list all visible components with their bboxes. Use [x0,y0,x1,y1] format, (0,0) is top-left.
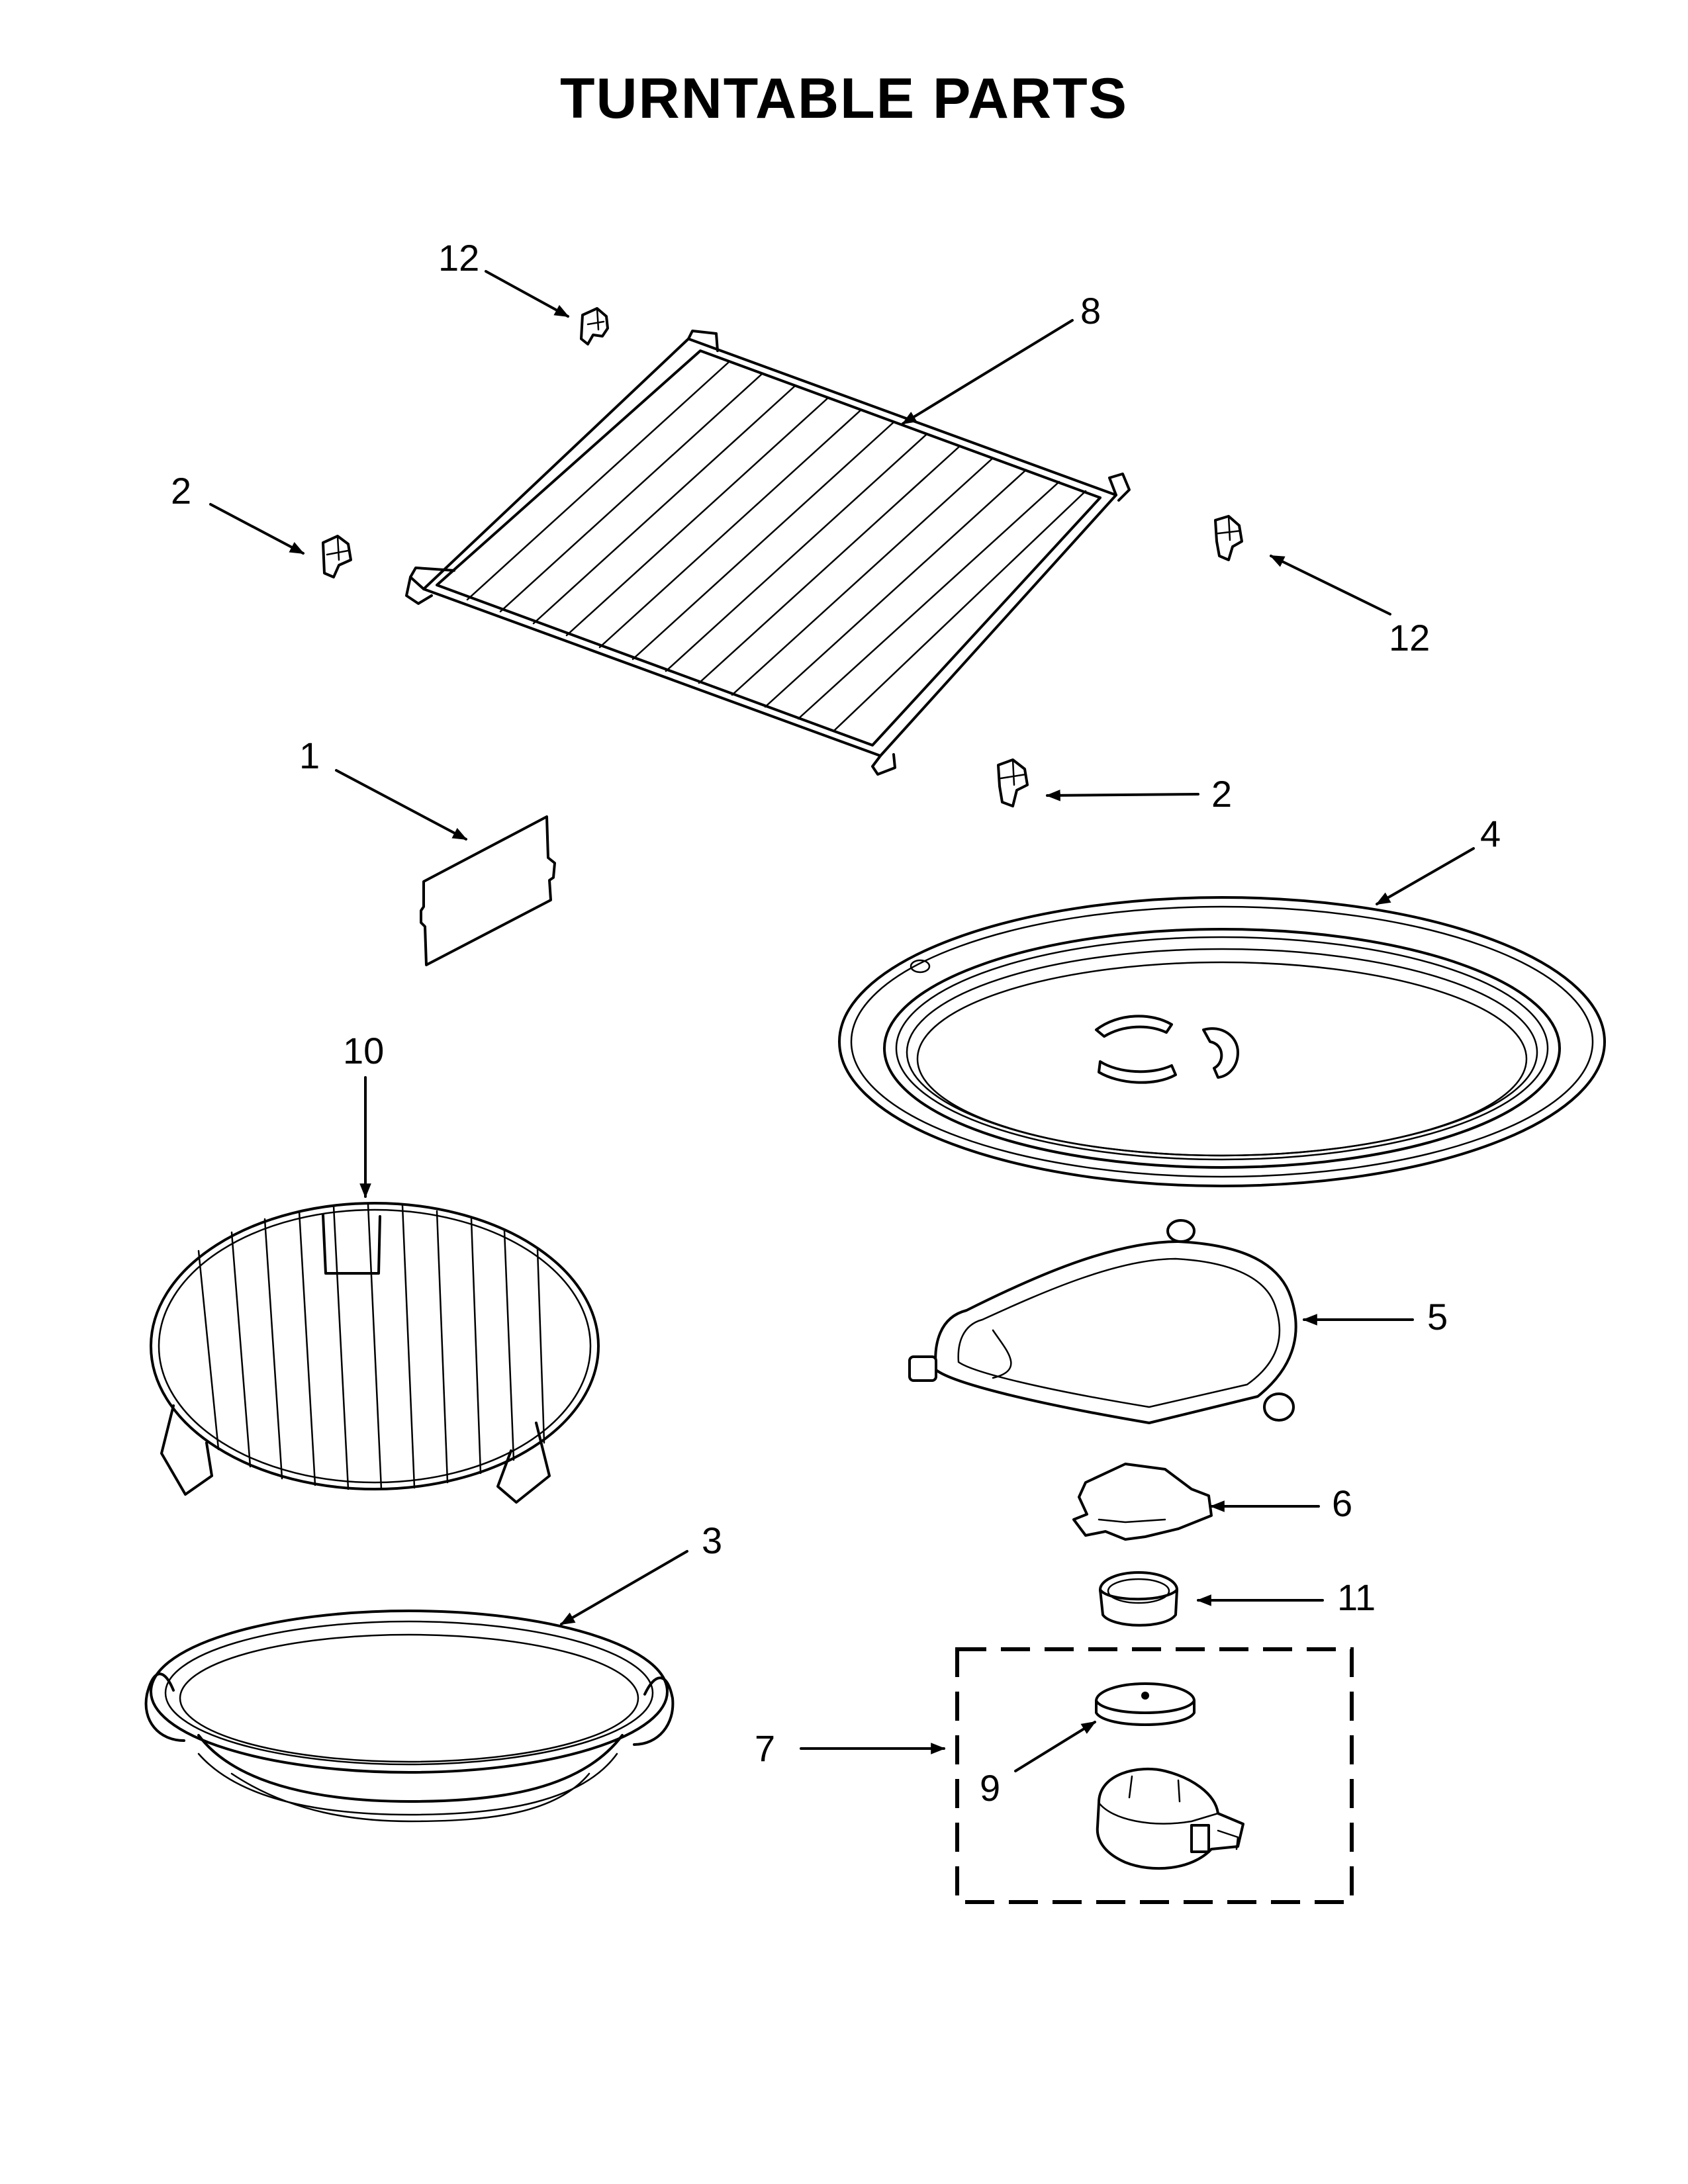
clip-12-top [580,307,609,345]
leader-9 [1014,1721,1096,1772]
leader-2-left [209,503,305,555]
turntable-motor [1096,1767,1244,1870]
callout-5: 5 [1427,1296,1448,1338]
crisper-tray [144,1610,675,1823]
callout-6: 6 [1332,1482,1353,1524]
callout-12-right: 12 [1389,617,1430,659]
roller-support [908,1219,1297,1424]
round-rack [150,1202,600,1504]
callout-10: 10 [343,1030,385,1071]
clip-2-left [322,535,352,578]
wire-rack [405,330,1131,776]
callout-11: 11 [1337,1576,1376,1618]
callout-8: 8 [1080,290,1102,332]
callout-2-right: 2 [1211,773,1233,815]
turntable-coupler-disc [1095,1682,1196,1726]
leader-12-top [485,270,569,318]
callout-2-left: 2 [171,470,192,512]
ring [1099,1571,1178,1627]
callout-4: 4 [1480,813,1501,854]
clip-2-right [997,758,1029,807]
callout-12-top: 12 [438,237,480,279]
turntable-tray [838,896,1606,1187]
callout-9: 9 [980,1767,1001,1809]
callout-1: 1 [299,735,320,776]
clip-12-right [1214,515,1243,561]
leader-3 [560,1550,688,1625]
motor-assembly-box [955,1647,1354,1904]
leader-lines [209,270,1475,1772]
leader-2-right [1045,790,1199,801]
leader-4 [1376,847,1475,905]
waveguide-cover [420,815,556,966]
callout-3: 3 [702,1520,723,1561]
callout-7: 7 [755,1727,776,1769]
leader-1 [335,769,467,841]
coupler [1072,1463,1213,1541]
page-title: TURNTABLE PARTS [559,67,1129,130]
leader-8 [902,319,1074,425]
leader-12-right [1270,555,1391,615]
